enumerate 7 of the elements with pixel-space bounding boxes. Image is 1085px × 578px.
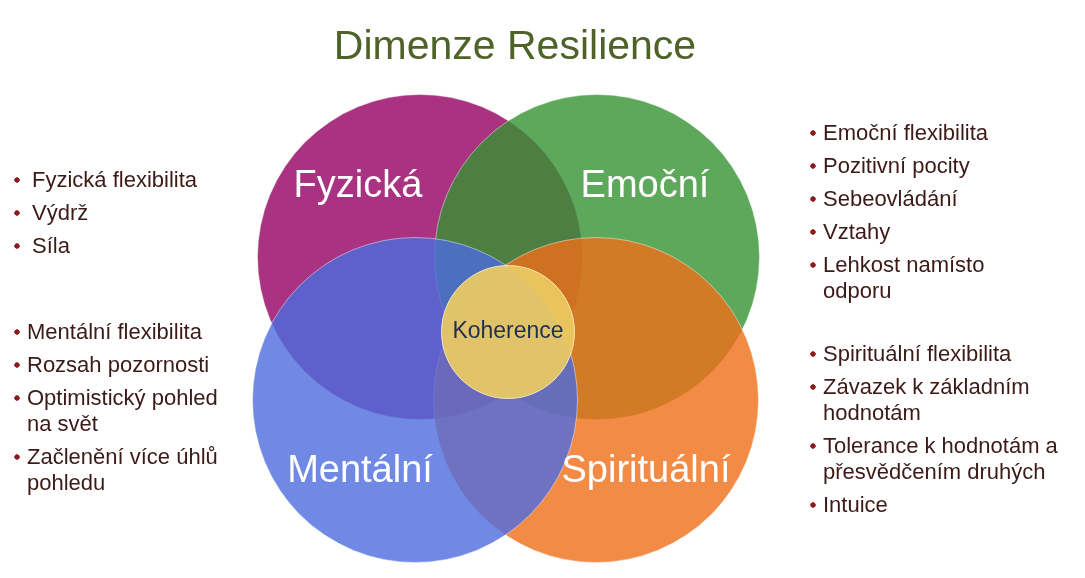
circle-label: Mentální xyxy=(287,448,433,492)
circle-label: Spirituální xyxy=(561,448,731,492)
circle-label: Koherence xyxy=(452,316,564,344)
circle-label: Fyzická xyxy=(293,163,423,207)
circle-label: Emoční xyxy=(580,163,710,207)
center-circle xyxy=(441,265,575,399)
diagram-title: Dimenze Resilience xyxy=(333,21,697,70)
